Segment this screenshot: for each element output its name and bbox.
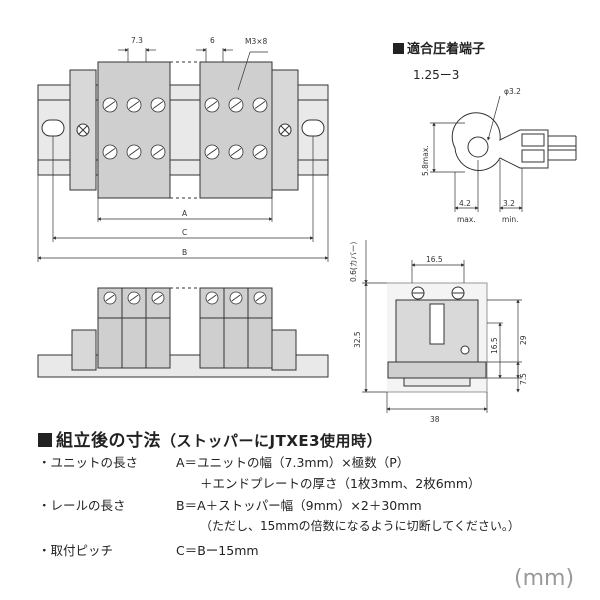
- screw-slot: [128, 101, 140, 109]
- dim-29: 29: [519, 335, 528, 345]
- terminal-w1: 4.2: [459, 199, 471, 208]
- terminal-h-dim: 5.8max.: [421, 145, 430, 176]
- notes-title-text: 組立後の寸法: [56, 431, 161, 451]
- screw-slot: [152, 101, 164, 109]
- row2-text: B＝A＋ストッパー幅（9mm）×2＋30mm: [176, 498, 422, 513]
- screw-slot: [255, 294, 265, 302]
- dim-38: 38: [430, 415, 440, 424]
- terminal-w2-unit: min.: [502, 215, 519, 224]
- dim-165-side: 16.5: [490, 337, 499, 354]
- row2-bullet: ・レールの長さ: [38, 498, 126, 513]
- screw-slot: [129, 294, 139, 302]
- row2-note: （ただし、15mmの倍数になるように切断してください。）: [200, 519, 520, 533]
- screw-dim: M3×8: [245, 37, 268, 46]
- screw-slot: [152, 148, 164, 156]
- dim-325: 32.5: [353, 331, 362, 348]
- dim-b: B: [182, 248, 187, 257]
- screw-slot: [206, 148, 218, 156]
- screw-slot: [104, 101, 116, 109]
- terminal-w2: 3.2: [503, 199, 515, 208]
- side-view: [387, 282, 488, 393]
- notes-title-sub: （ストッパーにJTXE3使用時）: [161, 432, 383, 450]
- row1-cont: ＋エンドプレートの厚さ（1枚3mm、2枚6mm）: [200, 476, 481, 491]
- screw-slot: [207, 294, 217, 302]
- heading-square-icon: [393, 43, 404, 54]
- row3-text: C＝Bー15mm: [176, 543, 259, 558]
- screw-slot: [153, 294, 163, 302]
- screw-slot: [254, 148, 266, 156]
- terminal-w1-unit: max.: [457, 215, 476, 224]
- terminal-heading-text: 適合圧着端子: [407, 42, 486, 57]
- dim-061: 0.6(カバー): [349, 242, 358, 282]
- screw-slot: [206, 101, 218, 109]
- six-dim: 6: [210, 36, 215, 45]
- screw-slot: [105, 294, 115, 302]
- terminal-block-left: [97, 61, 171, 199]
- terminal-screws-front: [103, 291, 267, 305]
- pitch-dim: 7.3: [131, 36, 143, 45]
- terminal-d-dim: φ3.2: [504, 87, 521, 96]
- screw-slot: [104, 148, 116, 156]
- terminal-screws-top: [102, 97, 268, 160]
- screw-slot: [128, 148, 140, 156]
- dim-165-top: 16.5: [426, 255, 443, 264]
- row3-bullet: ・取付ピッチ: [38, 543, 114, 558]
- terminal-size: 1.25ー3: [413, 68, 460, 82]
- title-square-icon: [38, 433, 52, 447]
- row1-bullet: ・ユニットの長さ: [38, 455, 139, 470]
- crimp-terminal: [451, 112, 577, 171]
- front-view: [37, 287, 329, 378]
- screw-slot: [230, 101, 242, 109]
- screw-slot: [230, 148, 242, 156]
- terminal-heading: 適合圧着端子: [393, 38, 485, 57]
- terminal-block-right: [199, 61, 273, 199]
- row1-text: A＝ユニットの幅（7.3mm）×極数（P）: [176, 455, 410, 470]
- screw-slot: [231, 294, 241, 302]
- dim-c: C: [182, 228, 187, 237]
- dim-a: A: [182, 209, 188, 218]
- top-view: [37, 61, 329, 199]
- unit-label: (mm): [514, 566, 575, 591]
- notes-title: 組立後の寸法（ストッパーにJTXE3使用時）: [38, 426, 382, 451]
- dim-75: 7.5: [519, 373, 528, 385]
- screw-slot: [254, 101, 266, 109]
